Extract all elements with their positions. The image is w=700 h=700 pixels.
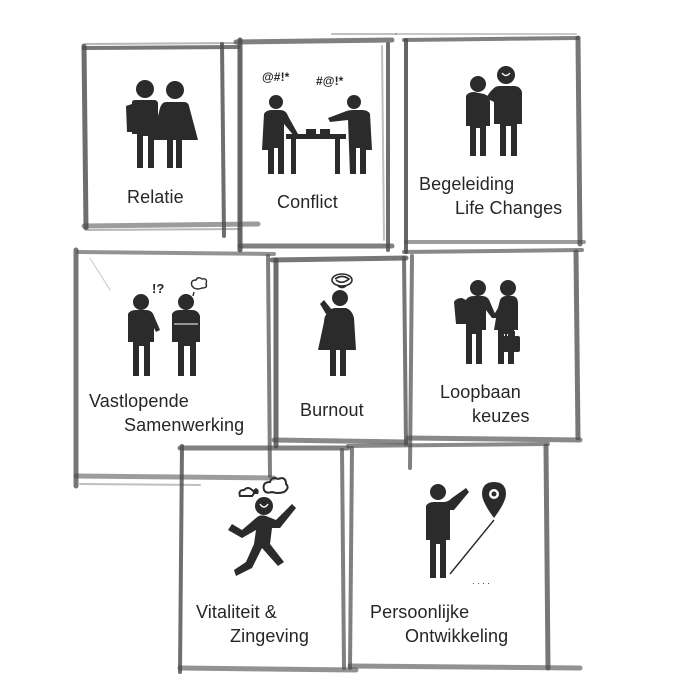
tile-begeleiding-label-1: Begeleiding <box>419 174 515 194</box>
stressed-person-icon <box>318 273 356 376</box>
frame-conflict <box>233 33 397 253</box>
tile-burnout-label: Burnout <box>300 400 364 420</box>
support-people-icon <box>466 66 522 156</box>
tile-vitaliteit-label-1: Vitaliteit & <box>196 602 277 622</box>
frame-vitaliteit <box>177 444 359 674</box>
tile-vitaliteit-label-2: Zingeving <box>230 626 309 646</box>
couple-icon <box>126 80 198 168</box>
confused-symbols: !? <box>152 281 165 296</box>
person-pointing-location-icon: . . . . <box>426 482 506 586</box>
frame-burnout <box>269 255 409 449</box>
confused-colleagues-icon <box>128 277 208 376</box>
tile-begeleiding-label-2: Life Changes <box>455 198 563 218</box>
conflict-symbols-right: #@!* <box>316 74 344 88</box>
tile-vastlopende-label-2: Samenwerking <box>124 415 245 435</box>
tile-relatie-label: Relatie <box>127 187 184 207</box>
arguing-people-icon <box>262 95 372 174</box>
frame-begeleiding <box>395 33 586 254</box>
tile-vastlopende-label-1: Vastlopende <box>89 391 189 411</box>
frame-relatie <box>81 42 261 238</box>
frame-persoonlijke <box>346 442 583 671</box>
svg-text:. . . .: . . . . <box>472 577 490 586</box>
tile-conflict-label: Conflict <box>277 192 338 212</box>
tile-loopbaan-label-1: Loopbaan <box>440 382 521 402</box>
conflict-symbols-left: @#!* <box>262 70 290 84</box>
frame-loopbaan <box>402 248 584 470</box>
career-handshake-icon <box>454 280 520 364</box>
running-person-icon <box>228 477 296 576</box>
tile-loopbaan-label-2: keuzes <box>472 406 530 426</box>
tile-persoonlijke-label-2: Ontwikkeling <box>405 626 509 646</box>
tile-persoonlijke-label-1: Persoonlijke <box>370 602 470 622</box>
